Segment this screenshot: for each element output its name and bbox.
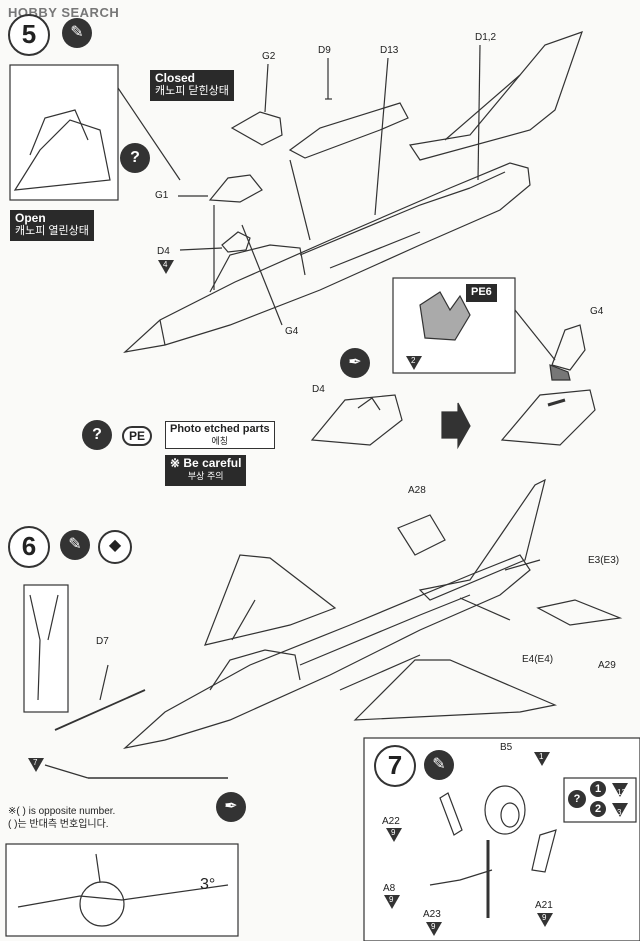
pe6-step-marker: 2 — [406, 356, 422, 370]
part-g4: G4 — [285, 326, 299, 337]
question-icon-pe: ? — [82, 420, 112, 450]
step-7-number: 7 — [374, 745, 416, 787]
brush-icon-step6: ✒ — [216, 792, 246, 822]
vertical-tail — [408, 31, 583, 161]
fuselage-step5 — [123, 162, 531, 353]
d4-step-marker: 4 — [158, 260, 174, 274]
part-a23: A23 — [423, 909, 441, 920]
part-d13: D13 — [380, 45, 399, 56]
option-2-ref: 3 — [612, 803, 628, 817]
question-icon: ? — [120, 143, 150, 173]
canopy-g1 — [208, 174, 263, 203]
stabilizer-a29 — [536, 599, 623, 626]
diamond-icon: ◆ — [98, 530, 132, 564]
part-e3: E3(E3) — [588, 555, 620, 566]
part-d9: D9 — [318, 45, 331, 56]
glue-icon: ✎ — [62, 18, 92, 48]
seat-d4 — [221, 231, 251, 253]
opposite-number-note: ※( ) is opposite number. ( )는 반대측 번호입니다. — [8, 806, 116, 830]
option-1-icon: 1 — [590, 781, 606, 797]
question-icon-step7: ? — [568, 790, 586, 808]
wheel-b5 — [484, 785, 526, 835]
fuselage-step6 — [122, 554, 531, 750]
part-e4: E4(E4) — [522, 654, 554, 665]
part-a22: A22 — [382, 816, 400, 827]
a22-step-marker: 9 — [386, 828, 402, 842]
d7-step-marker: 7 — [28, 758, 44, 772]
part-b5: B5 — [500, 742, 513, 753]
a21-step-marker: 9 — [537, 913, 553, 927]
part-a28: A28 — [408, 485, 426, 496]
part-g4-right: G4 — [590, 306, 604, 317]
part-d4: D4 — [157, 246, 170, 257]
brush-icon: ✒ — [340, 348, 370, 378]
pitot-d7 — [54, 689, 146, 731]
part-a29: A29 — [598, 660, 616, 671]
part-a8: A8 — [383, 883, 396, 894]
part-d7: D7 — [96, 636, 109, 647]
dihedral-angle: 3° — [200, 876, 216, 893]
part-d4-nose: D4 — [312, 384, 325, 395]
pe-badge: PE — [122, 426, 153, 446]
vertical-tail-step6 — [418, 478, 546, 601]
nose-right — [500, 389, 596, 446]
canopy-g2 — [230, 111, 283, 146]
option-2-icon: 2 — [590, 801, 606, 817]
canopy-d13 — [288, 102, 409, 159]
part-d1-2: D1,2 — [475, 32, 497, 43]
a23-step-marker: 9 — [426, 922, 442, 936]
glue-icon-step7: ✎ — [424, 750, 454, 780]
part-a21: A21 — [535, 900, 553, 911]
glue-icon-step6: ✎ — [60, 530, 90, 560]
fin-a28 — [397, 514, 446, 556]
b5-step-marker: 1 — [534, 752, 550, 766]
a8-step-marker: 9 — [384, 895, 400, 909]
wing-lower — [353, 659, 558, 721]
wing-upper — [204, 554, 337, 646]
part-g2: G2 — [262, 51, 276, 62]
part-g1: G1 — [155, 190, 169, 201]
option-1-ref: 13 — [612, 783, 628, 797]
part-pe6: PE6 — [466, 284, 497, 302]
step-6-number: 6 — [8, 526, 50, 568]
nose-left — [310, 394, 403, 446]
step-5-number: 5 — [8, 14, 50, 56]
